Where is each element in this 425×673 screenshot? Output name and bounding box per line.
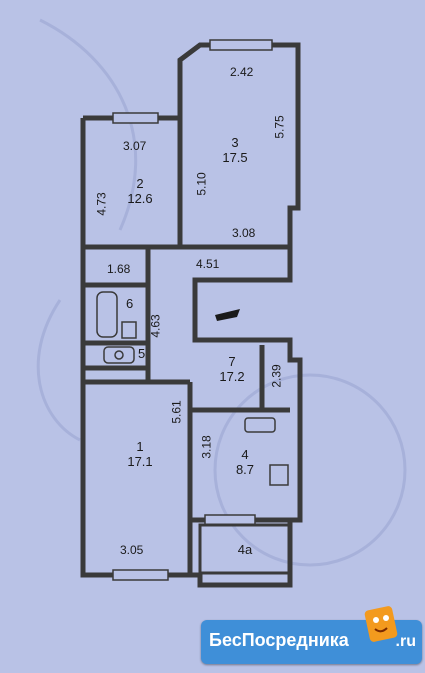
room-4a-number: 4a (237, 542, 253, 557)
watermark-domain: .ru (395, 633, 416, 650)
room-6-number: 6 (126, 296, 134, 311)
dim-4-63: 4.63 (148, 314, 163, 338)
window-r2 (112, 112, 159, 124)
dim-5-10: 5.10 (194, 172, 209, 196)
window-r1 (112, 569, 169, 581)
dim-3-18: 3.18 (199, 435, 214, 459)
walls (80, 42, 303, 588)
room-1-area: 17.1 (127, 454, 153, 469)
bathtub (96, 291, 118, 338)
room-5-number: 5 (138, 346, 146, 361)
kitchen-sink (244, 417, 276, 433)
dim-2-39: 2.39 (269, 364, 284, 388)
fixtures (96, 291, 289, 486)
room-4-area: 8.7 (235, 462, 255, 477)
room-2-area: 12.6 (127, 191, 153, 206)
dim-5-75: 5.75 (272, 115, 287, 139)
room-7-area: 17.2 (219, 369, 245, 384)
room-3-area: 17.5 (222, 150, 248, 165)
watermark-brand: БесПосредника (209, 630, 349, 650)
sink (103, 346, 135, 364)
windows (112, 39, 273, 581)
dim-2-42: 2.42 (230, 65, 254, 79)
dim-4-51: 4.51 (196, 257, 220, 271)
scribble-mark (215, 309, 240, 321)
watermark-badge: БесПосредника .ru (201, 606, 422, 664)
dim-3-05: 3.05 (120, 543, 144, 557)
dim-5-61: 5.61 (169, 400, 184, 424)
balcony-4a (198, 523, 292, 575)
toilet (121, 321, 137, 339)
background-emblem (36, 18, 407, 567)
dim-3-08: 3.08 (232, 226, 256, 240)
room-4-number: 4 (241, 447, 249, 462)
window-r3 (209, 39, 273, 51)
sink-drain (114, 350, 124, 360)
room-3-number: 3 (231, 135, 239, 150)
room-1-number: 1 (136, 439, 144, 454)
room-7-number: 7 (228, 354, 236, 369)
mascot-icon (364, 606, 398, 642)
room-2-number: 2 (136, 176, 144, 191)
dim-4-73: 4.73 (94, 192, 109, 216)
stove (269, 464, 289, 486)
dim-3-07: 3.07 (123, 139, 147, 153)
dim-1-68: 1.68 (107, 262, 131, 276)
